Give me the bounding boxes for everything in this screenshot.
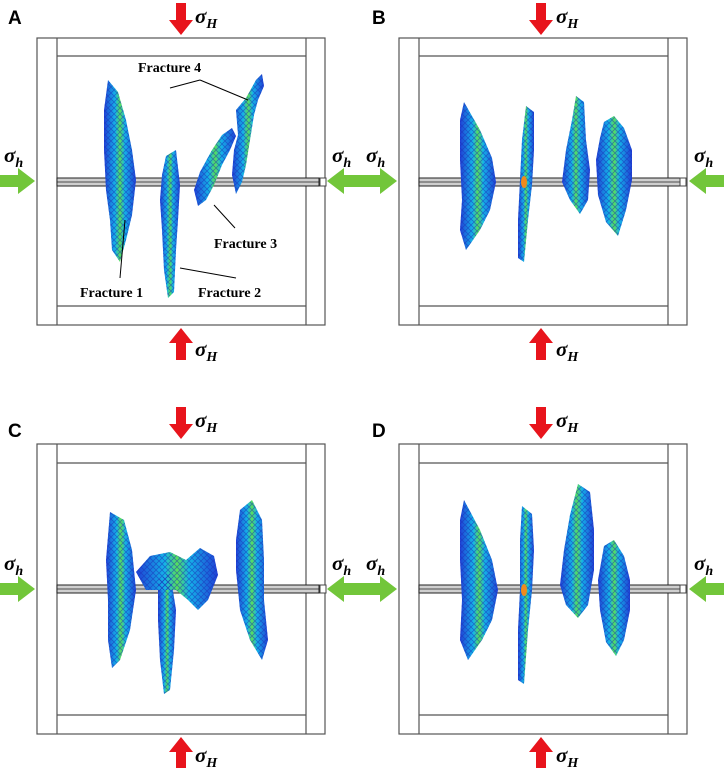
wellbore-end bbox=[319, 584, 327, 594]
min-stress-arrow-left bbox=[0, 168, 35, 194]
min-stress-arrow-right bbox=[689, 168, 724, 194]
min-stress-arrow-left bbox=[362, 168, 397, 194]
max-stress-arrow-top bbox=[169, 3, 193, 35]
sigma-H-label-bottom: σH bbox=[195, 743, 218, 770]
min-stress-arrow-left bbox=[362, 576, 397, 602]
fracture-network bbox=[104, 74, 264, 298]
sigma-h-label-left: σh bbox=[4, 143, 23, 171]
panel-d: D σH σH σ bbox=[362, 407, 724, 770]
panel-label: C bbox=[8, 421, 22, 442]
sigma-H-label-bottom: σH bbox=[556, 743, 579, 770]
sigma-h-label-right: σh bbox=[332, 551, 351, 579]
max-stress-arrow-bottom bbox=[529, 328, 553, 360]
max-stress-arrow-bottom bbox=[169, 328, 193, 360]
sigma-H-label-bottom: σH bbox=[556, 337, 579, 365]
wellbore bbox=[418, 177, 682, 187]
wellbore bbox=[56, 177, 320, 187]
sigma-h-label-left: σh bbox=[366, 143, 385, 171]
max-stress-arrow-bottom bbox=[529, 737, 553, 768]
fracture-network bbox=[106, 500, 268, 694]
sigma-h-label-left: σh bbox=[366, 551, 385, 579]
wellbore-end bbox=[679, 584, 687, 594]
fracture-2-label: Fracture 2 bbox=[198, 286, 261, 301]
panel-b: B σH σH σ bbox=[362, 3, 724, 365]
sigma-H-label-top: σH bbox=[195, 408, 218, 436]
sigma-H-label-top: σH bbox=[195, 4, 218, 32]
max-stress-arrow-top bbox=[529, 3, 553, 35]
fracture-network bbox=[460, 484, 630, 684]
panel-label: D bbox=[372, 421, 386, 442]
panel-a: A Fracture 4 Fracture 3 bbox=[0, 3, 362, 365]
sigma-h-label-right: σh bbox=[694, 551, 713, 579]
sigma-H-label-bottom: σH bbox=[195, 337, 218, 365]
panel-label: B bbox=[372, 8, 386, 29]
sigma-h-label-right: σh bbox=[332, 143, 351, 171]
wellbore-end bbox=[319, 177, 327, 187]
sigma-H-label-top: σH bbox=[556, 408, 579, 436]
max-stress-arrow-bottom bbox=[169, 737, 193, 768]
max-stress-arrow-top bbox=[529, 407, 553, 439]
max-stress-arrow-top bbox=[169, 407, 193, 439]
fracture-3-label: Fracture 3 bbox=[214, 237, 277, 252]
fracture-1-label: Fracture 1 bbox=[80, 286, 143, 301]
sigma-h-label-right: σh bbox=[694, 143, 713, 171]
wellbore-end bbox=[679, 177, 687, 187]
sigma-h-label-left: σh bbox=[4, 551, 23, 579]
wellbore bbox=[418, 584, 682, 594]
fracture-4-label: Fracture 4 bbox=[138, 61, 201, 76]
min-stress-arrow-right bbox=[689, 576, 724, 602]
fracture-annotations bbox=[119, 79, 249, 279]
fracture-network bbox=[460, 96, 632, 262]
panel-label: A bbox=[8, 8, 22, 29]
min-stress-arrow-right bbox=[327, 576, 362, 602]
panel-c: C σH σH σh bbox=[0, 407, 362, 770]
min-stress-arrow-right bbox=[327, 168, 362, 194]
sigma-H-label-top: σH bbox=[556, 4, 579, 32]
min-stress-arrow-left bbox=[0, 576, 35, 602]
